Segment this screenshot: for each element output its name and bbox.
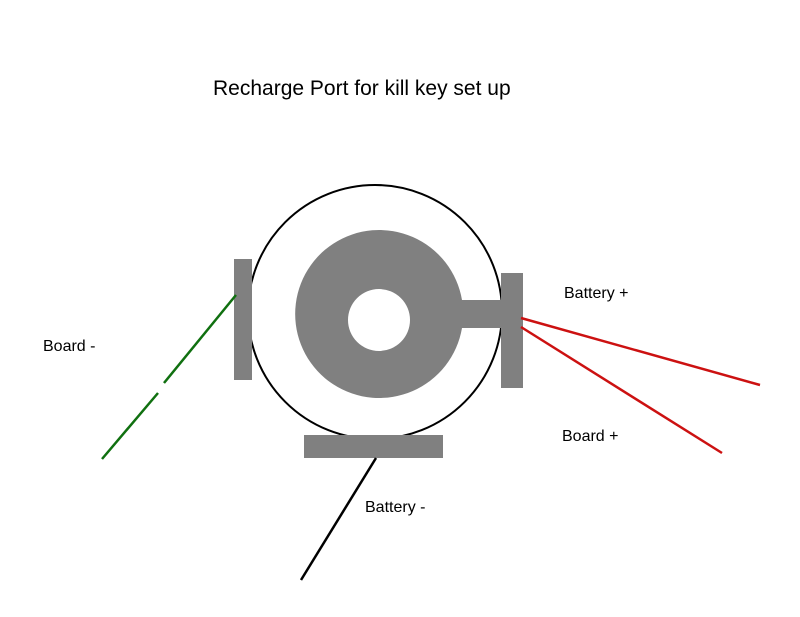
wire-battery-positive	[520, 316, 761, 387]
wire-board-negative-upper	[163, 294, 237, 384]
wire-board-positive	[520, 325, 723, 455]
battery-negative-terminal	[304, 435, 443, 458]
battery-positive-terminal	[501, 273, 523, 388]
label-battery-positive: Battery +	[564, 285, 628, 302]
label-board-negative: Board -	[43, 338, 95, 355]
wire-battery-negative	[299, 457, 378, 581]
label-battery-negative: Battery -	[365, 499, 425, 516]
diagram-title: Recharge Port for kill key set up	[213, 77, 511, 100]
label-board-positive: Board +	[562, 428, 618, 445]
wire-board-negative-lower	[101, 392, 159, 460]
ring-connector	[295, 230, 510, 398]
board-negative-terminal	[234, 259, 252, 380]
